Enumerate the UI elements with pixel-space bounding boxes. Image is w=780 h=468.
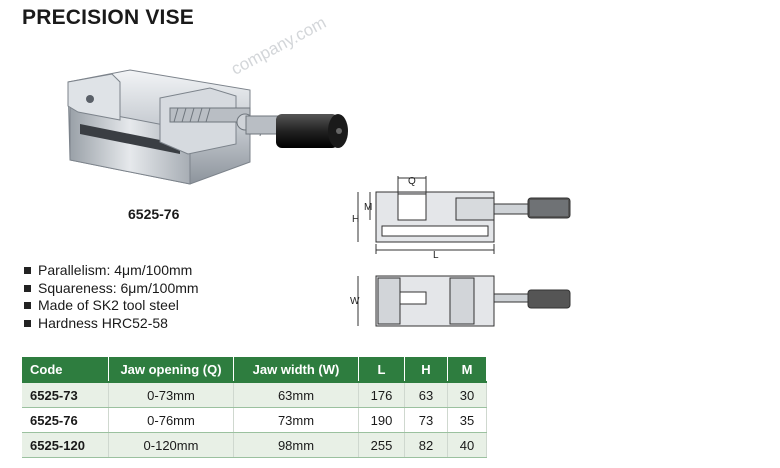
col-jaw-opening: Jaw opening (Q) bbox=[108, 357, 234, 382]
bullet-icon bbox=[24, 319, 31, 327]
technical-drawing: Q L H M W bbox=[350, 176, 571, 327]
spec-hardness: Hardness HRC52-58 bbox=[38, 314, 168, 331]
col-h: H bbox=[404, 357, 448, 382]
cell-m: 35 bbox=[447, 407, 487, 433]
spec-material: Made of SK2 tool steel bbox=[38, 297, 179, 313]
cell-m: 40 bbox=[447, 432, 487, 458]
cell-m: 30 bbox=[447, 382, 487, 408]
bullet-icon bbox=[24, 302, 31, 309]
dim-l: L bbox=[433, 250, 439, 261]
cell-jaw-opening: 0-76mm bbox=[108, 407, 234, 433]
cell-jaw-width: 63mm bbox=[233, 382, 359, 408]
cell-h: 73 bbox=[404, 407, 448, 433]
cell-l: 255 bbox=[358, 432, 405, 458]
spec-table: Code Jaw opening (Q) Jaw width (W) L H M… bbox=[22, 357, 487, 458]
list-item: Parallelism: 4μm/100mm bbox=[22, 262, 199, 280]
cell-code: 6525-120 bbox=[22, 432, 109, 458]
table-header-row: Code Jaw opening (Q) Jaw width (W) L H M bbox=[22, 357, 487, 382]
list-item: Hardness HRC52-58 bbox=[22, 315, 199, 333]
cell-h: 63 bbox=[404, 382, 448, 408]
cell-jaw-opening: 0-73mm bbox=[108, 382, 234, 408]
cell-jaw-width: 98mm bbox=[233, 432, 359, 458]
spec-parallelism: Parallelism: 4μm/100mm bbox=[38, 262, 193, 278]
list-item: Squareness: 6μm/100mm bbox=[22, 280, 199, 298]
bullet-icon bbox=[24, 284, 31, 292]
table-row: 6525-76 0-76mm 73mm 190 73 35 bbox=[22, 407, 487, 433]
col-jaw-width: Jaw width (W) bbox=[233, 357, 359, 382]
col-code: Code bbox=[22, 357, 109, 382]
cell-code: 6525-76 bbox=[22, 407, 109, 433]
list-item: Made of SK2 tool steel bbox=[22, 297, 199, 315]
dim-w: W bbox=[350, 296, 360, 307]
col-l: L bbox=[358, 357, 405, 382]
table-row: 6525-120 0-120mm 98mm 255 82 40 bbox=[22, 432, 487, 458]
cell-code: 6525-73 bbox=[22, 382, 109, 408]
page-title: PRECISION VISE bbox=[22, 6, 195, 29]
model-label: 6525-76 bbox=[128, 206, 180, 222]
cell-jaw-opening: 0-120mm bbox=[108, 432, 234, 458]
cell-l: 176 bbox=[358, 382, 405, 408]
col-m: M bbox=[447, 357, 487, 382]
dim-m: M bbox=[364, 202, 372, 213]
dim-h: H bbox=[352, 214, 359, 225]
vise-photo bbox=[67, 69, 348, 185]
table-row: 6525-73 0-73mm 63mm 176 63 30 bbox=[22, 382, 487, 408]
cell-jaw-width: 73mm bbox=[233, 407, 359, 433]
bullet-icon bbox=[24, 267, 31, 274]
cell-h: 82 bbox=[404, 432, 448, 458]
spec-squareness: Squareness: 6μm/100mm bbox=[38, 279, 199, 296]
cell-l: 190 bbox=[358, 407, 405, 433]
spec-list: Parallelism: 4μm/100mm Squareness: 6μm/1… bbox=[22, 262, 199, 332]
dim-q: Q bbox=[408, 176, 416, 187]
